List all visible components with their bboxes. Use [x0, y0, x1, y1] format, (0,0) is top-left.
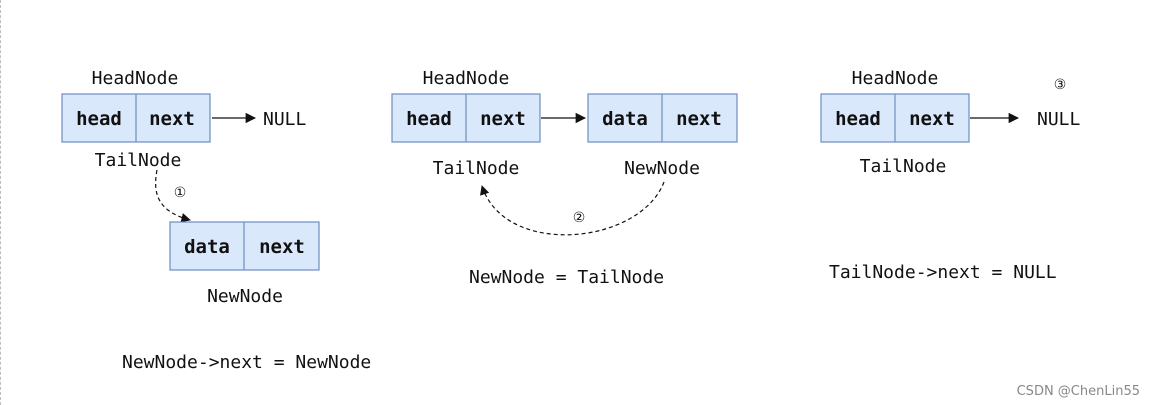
p2-dashed-arrow [480, 181, 665, 236]
p2-next-cell: next [480, 108, 526, 130]
p1-new-node: data next [169, 221, 320, 271]
p3-null-text: NULL [1037, 109, 1081, 130]
p3-head-node: head next [820, 93, 970, 143]
p3-headnode-title: HeadNode [852, 68, 939, 89]
p3-caption: TailNode->next = NULL [829, 262, 1057, 283]
p1-null-text: NULL [263, 109, 307, 130]
p1-new-data-cell: data [184, 236, 230, 258]
panel-2: HeadNode head next data next TailNode Ne… [391, 68, 738, 288]
p3-step-marker: ③ [1054, 77, 1067, 93]
panel-1: HeadNode head next NULL TailNode ① data … [61, 68, 371, 373]
p1-headnode-title: HeadNode [92, 68, 179, 89]
p1-tailnode-label: TailNode [95, 150, 182, 171]
p2-step-marker: ② [573, 210, 586, 226]
p2-new-next-cell: next [676, 108, 722, 130]
p3-tailnode-label: TailNode [860, 156, 947, 177]
p2-new-node: data next [587, 93, 738, 143]
p1-new-next-cell: next [259, 236, 305, 258]
p2-new-data-cell: data [602, 108, 648, 130]
p1-caption: NewNode->next = NewNode [122, 352, 371, 373]
p2-head-cell: head [406, 108, 452, 130]
p2-tailnode-label: TailNode [433, 158, 520, 179]
p1-next-cell: next [149, 108, 195, 130]
p1-head-node: head next [61, 93, 211, 143]
p3-next-cell: next [909, 108, 955, 130]
p1-step-marker: ① [174, 185, 187, 201]
p2-caption: NewNode = TailNode [469, 267, 664, 288]
p2-headnode-title: HeadNode [423, 68, 510, 89]
panel-3: HeadNode ③ head next NULL TailNode TailN… [820, 68, 1081, 283]
p2-newnode-label: NewNode [624, 158, 700, 179]
left-dashed-border [0, 0, 1, 405]
p1-head-cell: head [76, 108, 122, 130]
watermark: CSDN @ChenLin55 [1017, 384, 1140, 399]
p3-head-cell: head [835, 108, 881, 130]
p1-newnode-label: NewNode [207, 286, 283, 307]
p2-head-node: head next [391, 93, 541, 143]
